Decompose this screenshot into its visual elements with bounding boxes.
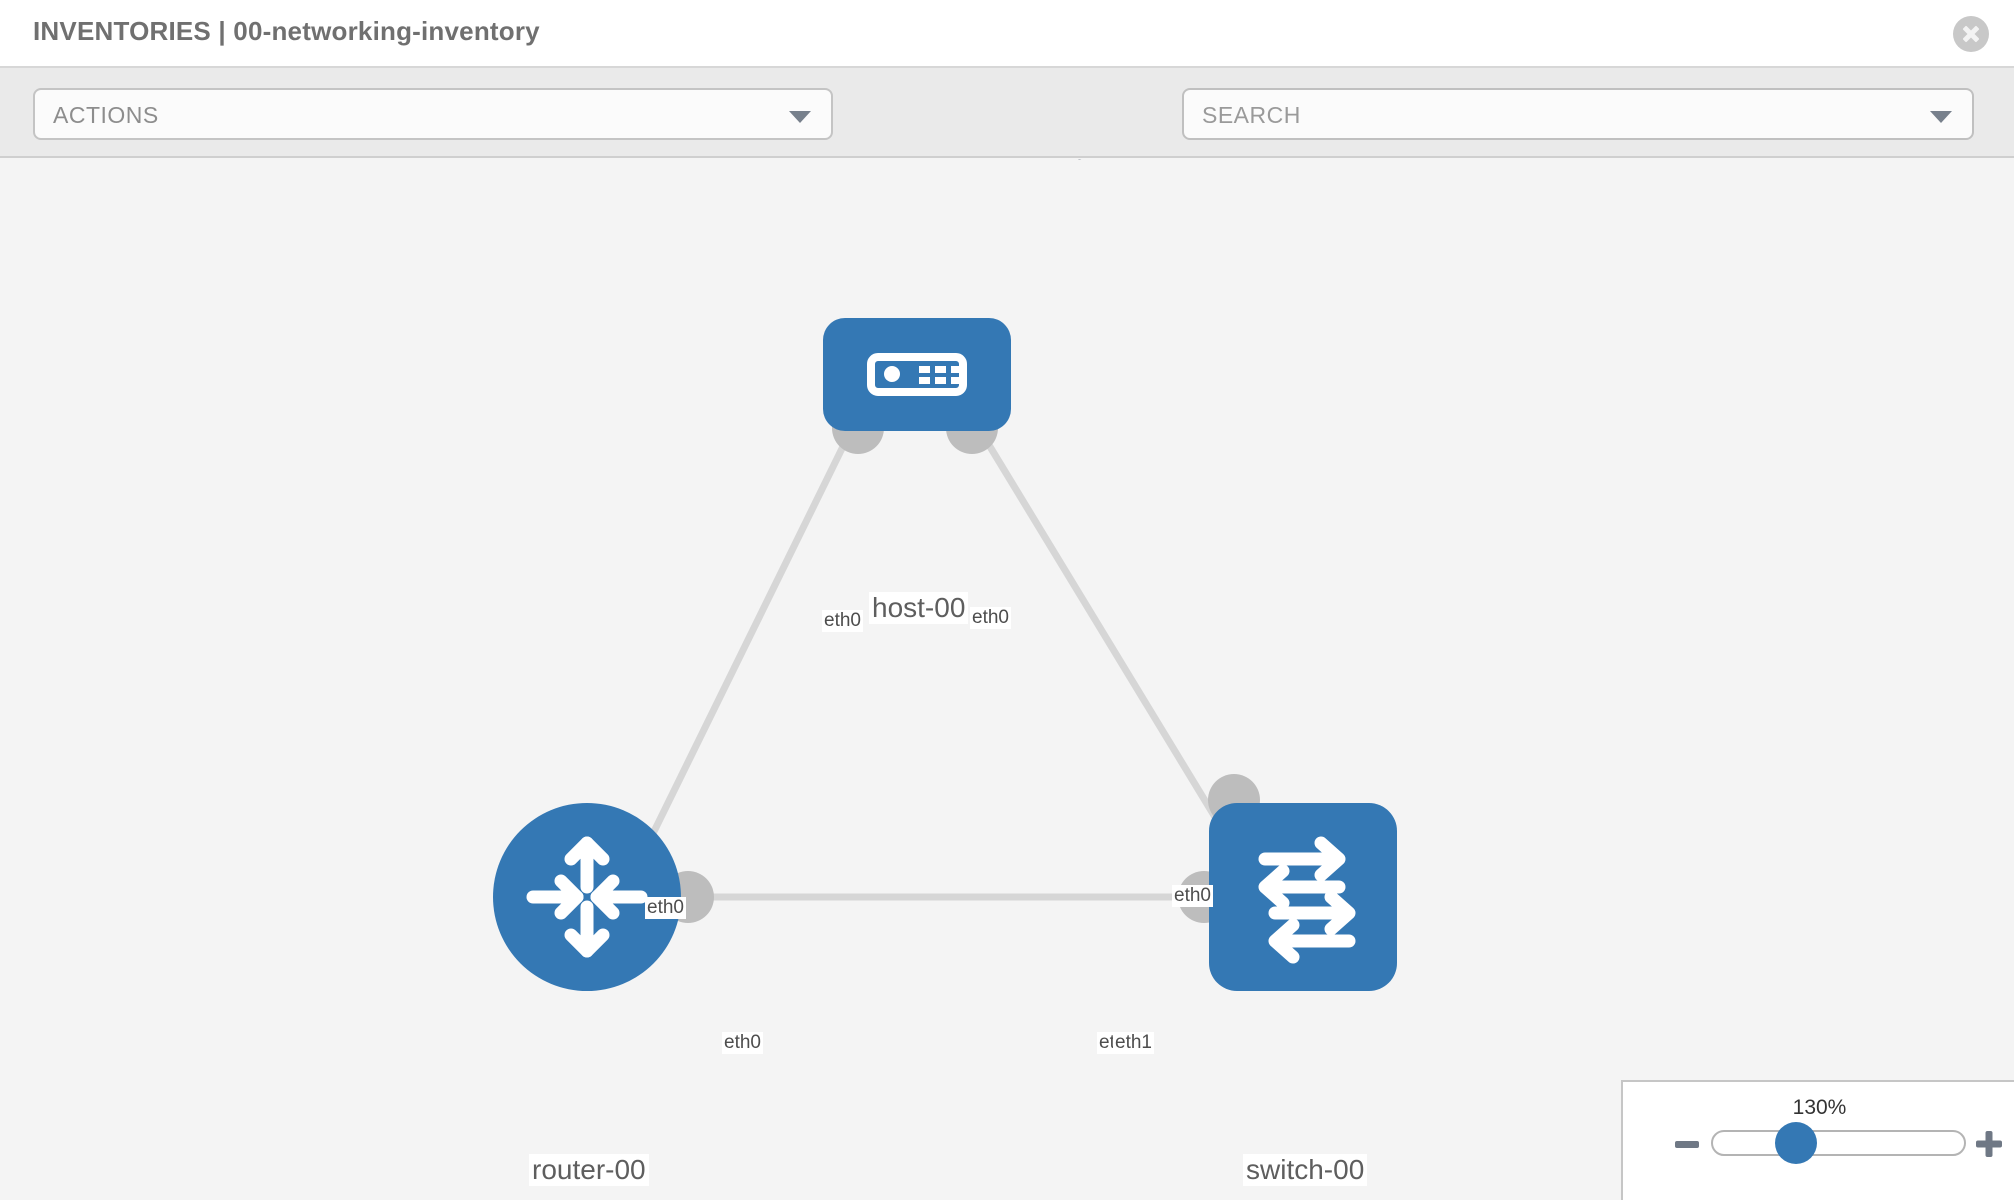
- port-label-router-up: eth0: [645, 897, 686, 919]
- actions-dropdown[interactable]: ACTIONS: [33, 88, 833, 140]
- zoom-slider-thumb[interactable]: [1775, 1122, 1817, 1164]
- actions-dropdown-label: ACTIONS: [53, 102, 159, 128]
- node-label-host-00: host-00: [869, 592, 969, 624]
- page-header: INVENTORIES | 00-networking-inventory: [0, 0, 2014, 68]
- port-label-host-left: eth0: [822, 610, 863, 632]
- chevron-down-icon[interactable]: [1930, 111, 1952, 123]
- port-label-switch-left-b: eth1: [1113, 1032, 1154, 1054]
- zoom-level-value: 130%: [1792, 1096, 1847, 1119]
- plus-icon[interactable]: [1975, 1130, 2003, 1158]
- close-icon[interactable]: [1953, 16, 1989, 52]
- server-icon: [867, 353, 967, 396]
- minus-icon[interactable]: [1675, 1141, 1699, 1148]
- page-title: INVENTORIES | 00-networking-inventory: [33, 16, 540, 46]
- switch-icon: [1258, 836, 1356, 964]
- search-placeholder: SEARCH: [1202, 102, 1301, 128]
- search-input[interactable]: SEARCH: [1182, 88, 1974, 140]
- topology-node-switch-00[interactable]: [1209, 803, 1397, 991]
- node-label-router-00: router-00: [529, 1154, 649, 1186]
- topology-node-router-00[interactable]: [493, 803, 681, 991]
- port-label-router-right: eth0: [722, 1032, 763, 1054]
- port-label-host-right: eth0: [970, 607, 1011, 629]
- zoom-slider-track[interactable]: [1711, 1130, 1966, 1156]
- chevron-down-icon: [789, 111, 811, 123]
- toolbar: ACTIONS SEARCH: [0, 68, 2014, 195]
- port-label-switch-up: eth0: [1172, 885, 1213, 907]
- node-label-switch-00: switch-00: [1243, 1154, 1368, 1186]
- topology-links: [636, 402, 1260, 923]
- zoom-control-panel: 130%: [1621, 1080, 2014, 1200]
- topology-node-host-00[interactable]: [823, 318, 1011, 431]
- router-icon: [526, 836, 648, 958]
- topology-canvas[interactable]: host-00 router-00 switch-00 eth0 eth0 et…: [0, 160, 2014, 1200]
